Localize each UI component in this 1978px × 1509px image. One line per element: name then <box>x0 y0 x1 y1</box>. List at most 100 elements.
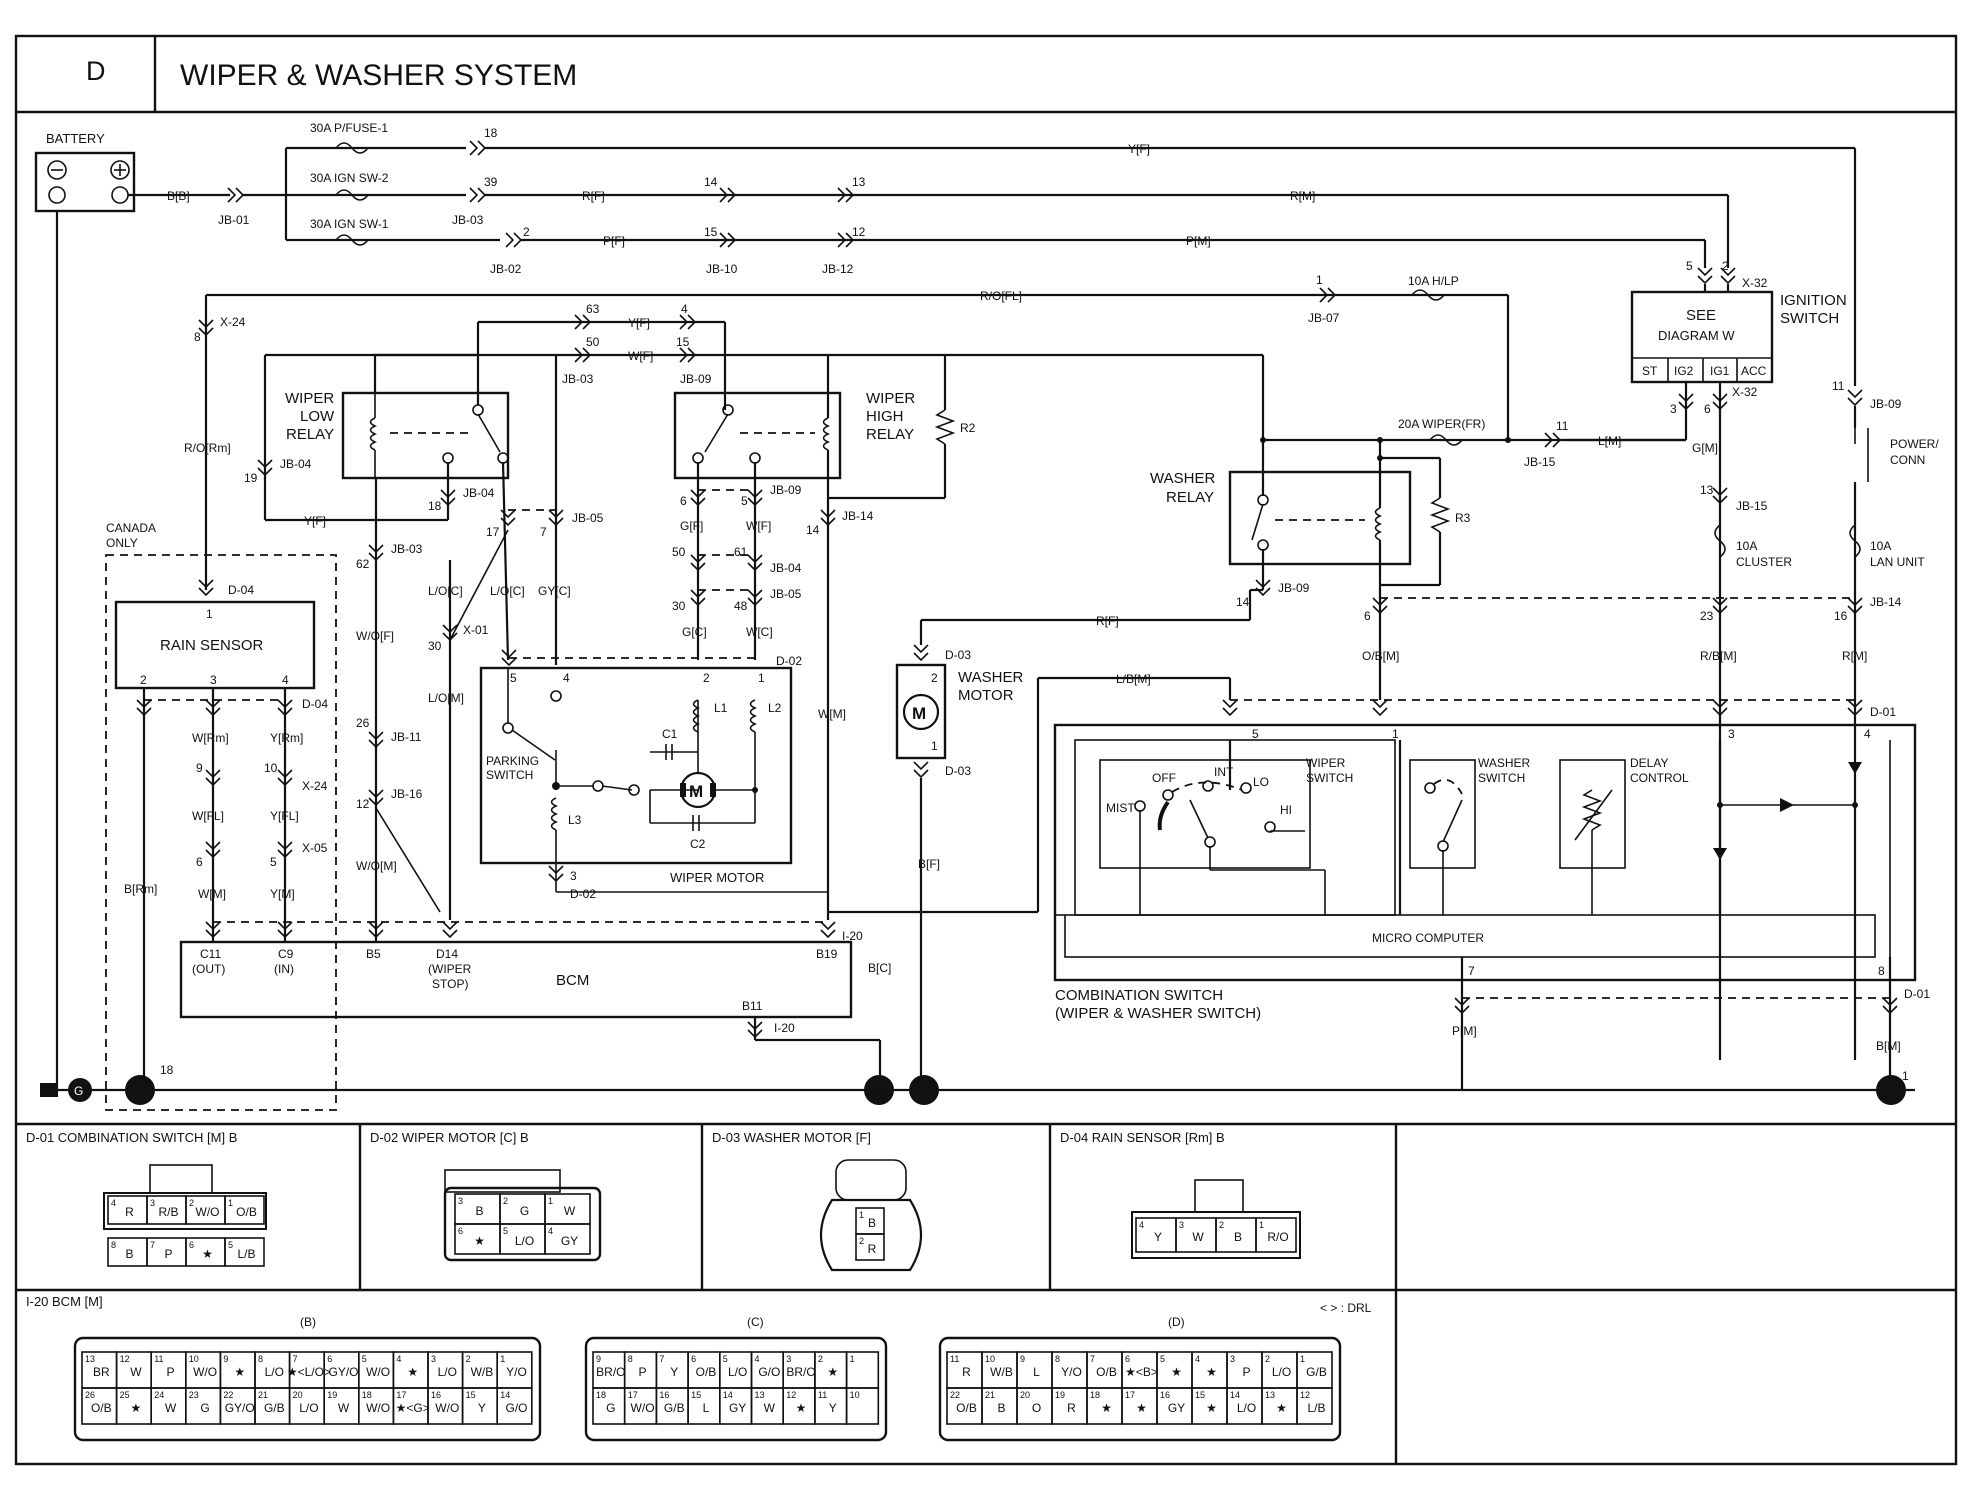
ignition-terminal: ST <box>1642 364 1658 378</box>
connector-pin-number: 1 <box>548 1196 553 1206</box>
bcm-pin-label: (WIPER <box>428 962 472 976</box>
connector-pin-number: 1 <box>850 1354 855 1364</box>
wire-label: W[Rm] <box>192 731 229 745</box>
pin-number: 3 <box>570 869 577 883</box>
connector-wire-color: W/O <box>196 1205 220 1219</box>
relay-label: WIPER <box>285 390 334 407</box>
connector-wire-color: ★ <box>234 1365 245 1379</box>
parking-switch-label: PARKING <box>486 754 539 768</box>
connector-view-note: < > : DRL <box>1320 1301 1372 1315</box>
connector-view-title: D-04 RAIN SENSOR [Rm] B <box>1060 1130 1225 1145</box>
pin-number: 15 <box>676 335 690 349</box>
connector-pin-number: 6 <box>189 1240 194 1250</box>
connector-pin-number: 9 <box>596 1354 601 1364</box>
pin-number: 8 <box>1878 964 1885 978</box>
ignition-label: DIAGRAM W <box>1658 328 1735 343</box>
connector-pin-number: 7 <box>1090 1354 1095 1364</box>
connector-wire-color: W/O <box>435 1401 459 1415</box>
connector-label: JB-04 <box>463 486 495 500</box>
delay-label: CONTROL <box>1630 771 1689 785</box>
pin-number: 2 <box>523 225 530 239</box>
resistor-label: R2 <box>960 421 976 435</box>
sheet-border <box>14 34 1958 1466</box>
connector-label: X-05 <box>302 841 328 855</box>
connector-wire-color: Y <box>670 1365 678 1379</box>
pin-number: 18 <box>428 499 442 513</box>
connector-wire-color: W <box>764 1401 776 1415</box>
connector-wire-color: R <box>125 1205 134 1219</box>
relay-label: HIGH <box>866 408 904 425</box>
wire-label: O/B[M] <box>1362 649 1399 663</box>
wire-label: P[F] <box>603 234 625 248</box>
pin-number: 15 <box>704 225 718 239</box>
ignition-label: SEE <box>1686 307 1716 324</box>
connector-pin-number: 5 <box>723 1354 728 1364</box>
connector-pin-number: 12 <box>786 1390 796 1400</box>
motor-symbol: M <box>912 704 926 723</box>
connector-pin-number: 15 <box>1195 1390 1205 1400</box>
connector-pin-number: 2 <box>859 1236 864 1246</box>
connector-label: JB-10 <box>706 262 738 276</box>
connector-pin-number: 14 <box>500 1390 510 1400</box>
pin-number: 18 <box>484 126 498 140</box>
connector-pin-number: 13 <box>1265 1390 1275 1400</box>
connector-wire-color: R <box>962 1365 971 1379</box>
connector-wire-color: L <box>703 1401 710 1415</box>
ground-point-label: 33 <box>871 1083 888 1100</box>
wire-label: Y[F] <box>304 514 326 528</box>
connector-wire-color: L/O <box>265 1365 284 1379</box>
connector-wire-color: L/B <box>237 1247 255 1261</box>
bcm-label: BCM <box>556 972 589 989</box>
bcm-pin-label: C9 <box>278 947 294 961</box>
pin-number: 3 <box>210 673 217 687</box>
washer-motor <box>895 663 947 760</box>
wire-label: W[M] <box>198 887 226 901</box>
connector-view-title: D-02 WIPER MOTOR [C] B <box>370 1130 529 1145</box>
connector-wire-color: L/B <box>1307 1401 1325 1415</box>
wire-label: P[M] <box>1452 1024 1477 1038</box>
pin-number: 14 <box>1236 595 1250 609</box>
connector-pin-number: 11 <box>950 1354 959 1364</box>
connector-latch <box>1194 1179 1244 1213</box>
connector-wire-color: ★ <box>1206 1401 1217 1415</box>
connector-wire-color: R <box>1067 1401 1076 1415</box>
connector-view-i20: 13BR12W11P10W/O9★8L/O7★<L/O>6GY/O5W/O4★3… <box>73 1336 1342 1442</box>
wire-label: W[F] <box>746 519 771 533</box>
wire-label: L/B[M] <box>1116 672 1151 686</box>
relay-label: WASHER <box>1150 470 1215 487</box>
connector-pin-number: 16 <box>659 1390 669 1400</box>
pin-number: 23 <box>1700 609 1714 623</box>
pin-number: 50 <box>672 545 686 559</box>
connector-label: D-01 <box>1870 705 1896 719</box>
connector-pin-number: 8 <box>628 1354 633 1364</box>
connector-wire-color: O/B <box>236 1205 257 1219</box>
bcm-pin-label: STOP) <box>432 977 468 991</box>
connector-wire-color: P <box>1242 1365 1250 1379</box>
pin-number: 1 <box>931 739 938 753</box>
connector-wire-color: G/O <box>758 1365 780 1379</box>
fuse-label: 30A IGN SW-1 <box>310 217 389 231</box>
washer-relay <box>1228 470 1412 566</box>
connector-label: X-24 <box>220 315 246 329</box>
connector-pin-number: 12 <box>120 1354 130 1364</box>
connector-pin-number: 10 <box>850 1390 860 1400</box>
connector-wire-color: BR <box>93 1365 110 1379</box>
combination-switch <box>1053 723 1917 982</box>
pin-number: 61 <box>734 545 748 559</box>
connector-cell <box>855 1233 885 1261</box>
pin-number: 1 <box>1902 1069 1909 1083</box>
pin-number: 5 <box>270 855 277 869</box>
connector-label: JB-09 <box>680 372 712 386</box>
connector-wire-color: R/B <box>158 1205 178 1219</box>
pin-number: 1 <box>758 671 765 685</box>
connector-wire-color: O <box>1032 1401 1041 1415</box>
ignition-terminal: IG2 <box>1674 364 1694 378</box>
connector-wire-color: W/B <box>471 1365 494 1379</box>
connector-wire-color: G/B <box>664 1401 685 1415</box>
connector-wire-color: W/O <box>193 1365 217 1379</box>
connector-label: JB-05 <box>572 511 604 525</box>
relay-label: WIPER <box>866 390 915 407</box>
